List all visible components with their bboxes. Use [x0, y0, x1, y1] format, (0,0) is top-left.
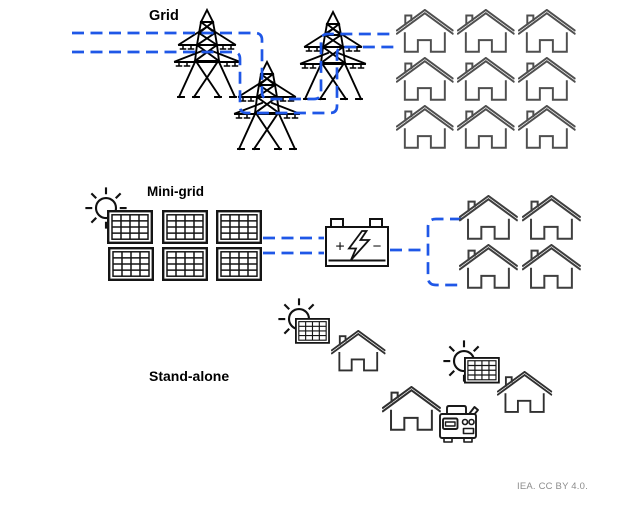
grid-houses — [396, 9, 576, 149]
transmission-tower-icon — [300, 11, 366, 100]
house-icon — [457, 9, 515, 53]
battery-icon: + − — [325, 218, 389, 267]
house-icon — [518, 9, 576, 53]
transmission-tower-icon — [174, 9, 240, 98]
house-icon — [518, 57, 576, 101]
lightning-bolt-icon — [347, 230, 372, 261]
generator-icon — [439, 405, 479, 443]
house-icon — [459, 195, 518, 240]
grid-section — [72, 9, 576, 150]
stand-alone-section — [277, 297, 553, 443]
power-line-1 — [72, 31, 394, 101]
house-icon — [396, 9, 454, 53]
solar-panel-icon — [216, 247, 262, 281]
house-icon — [457, 105, 515, 149]
mini-grid-lines — [263, 217, 462, 287]
solar-panel-icon — [162, 210, 208, 244]
house-branch-line — [426, 217, 462, 287]
mini-grid-section: + − — [84, 186, 581, 289]
solar-panel-icon — [107, 210, 153, 244]
power-line-2 — [72, 45, 394, 115]
solar-panel-icon — [108, 247, 154, 281]
solar-panel-icon — [162, 247, 208, 281]
battery-minus-label: − — [373, 238, 382, 255]
solar-panel-array — [107, 210, 262, 281]
attribution-text: IEA. CC BY 4.0. — [517, 481, 588, 492]
house-icon — [331, 330, 386, 372]
battery-plus-label: + — [335, 239, 344, 256]
house-icon — [522, 195, 581, 240]
stand-alone-section-label: Stand-alone — [149, 368, 230, 384]
house-icon — [382, 386, 441, 431]
house-icon — [396, 57, 454, 101]
solar-panel-icon — [295, 318, 330, 344]
mini-grid-houses — [459, 195, 581, 289]
house-icon — [459, 244, 518, 289]
mini-grid-section-label: Mini-grid — [147, 184, 204, 199]
house-icon — [396, 105, 454, 149]
transmission-tower-icon — [234, 61, 300, 150]
grid-power-lines — [72, 31, 394, 115]
grid-section-label: Grid — [149, 8, 179, 24]
house-icon — [522, 244, 581, 289]
solar-panel-icon — [216, 210, 262, 244]
house-icon — [497, 371, 553, 413]
house-icon — [457, 57, 515, 101]
house-icon — [518, 105, 576, 149]
solar-panel-icon — [464, 357, 500, 384]
